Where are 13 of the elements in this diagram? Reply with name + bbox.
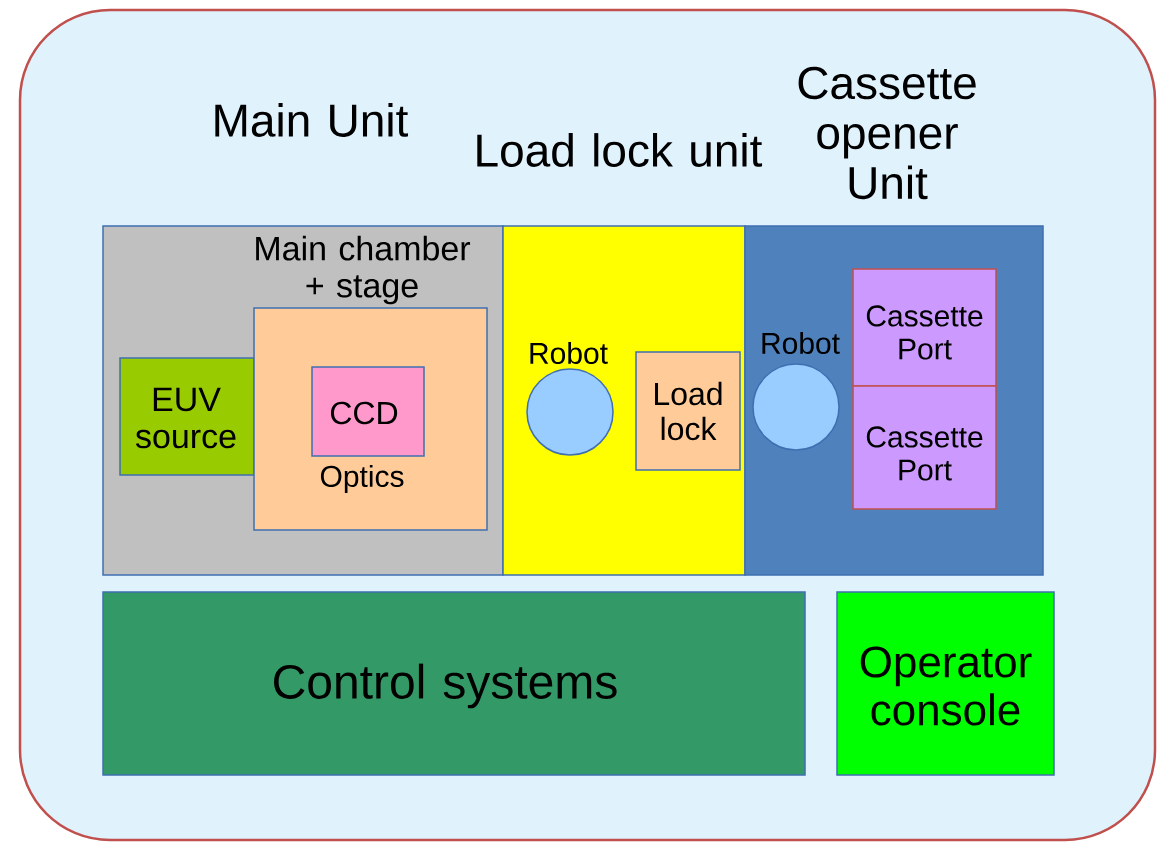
unit-heading: Load lock unit — [477, 133, 763, 167]
component-box: Load lock — [635, 351, 741, 471]
component-box: EUV source — [119, 357, 255, 476]
robot-label: Robot — [762, 332, 840, 354]
component-box: CCD — [311, 366, 425, 457]
unit-heading: Main Unit — [215, 103, 408, 137]
control-box: Control systems — [102, 591, 806, 776]
port-box: Cassette Port — [852, 268, 997, 387]
unit-heading: Cassette opener Unit — [798, 66, 976, 200]
port-box: Cassette Port — [852, 385, 997, 510]
console-box: Operator console — [836, 591, 1055, 776]
robot-label: Robot — [530, 342, 608, 364]
box-heading: Main chamber + stage — [256, 235, 471, 305]
